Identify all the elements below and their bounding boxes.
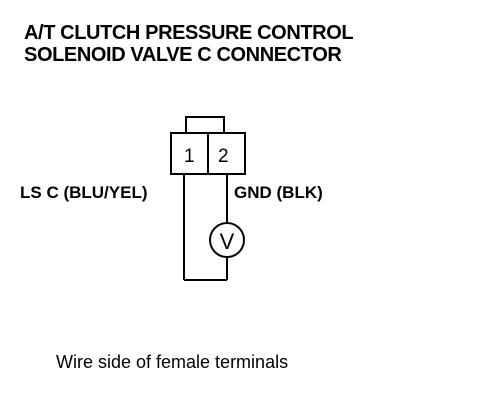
connector-lock-tab [185, 116, 225, 134]
test-circuit [183, 174, 245, 281]
diagram-caption: Wire side of female terminals [56, 352, 289, 372]
pin-2-label: 2 [218, 146, 229, 167]
title-line-1: A/T CLUTCH PRESSURE CONTROL [24, 22, 354, 44]
voltmeter-symbol: V [220, 229, 235, 254]
wire-label-ls-c: LS C (BLU/YEL) [20, 183, 148, 202]
connector [170, 116, 246, 175]
wire-label-gnd: GND (BLK) [234, 183, 323, 202]
title-line-2: SOLENOID VALVE C CONNECTOR [24, 44, 342, 66]
diagram-title: A/T CLUTCH PRESSURE CONTROL SOLENOID VAL… [24, 22, 354, 66]
pin-1-label: 1 [184, 146, 195, 167]
voltmeter-icon [209, 222, 245, 258]
